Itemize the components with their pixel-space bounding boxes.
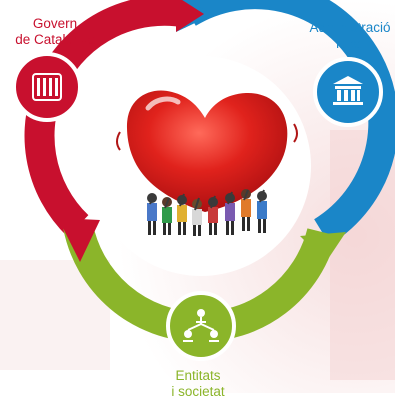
- admin-label-line2: local: [336, 36, 364, 51]
- govern-label: Govern de Catalunya: [0, 16, 110, 48]
- arrow-red: [176, 0, 204, 32]
- catalan-flag-icon: [32, 73, 62, 101]
- arrow-green-right: [300, 232, 346, 262]
- arrow-red-left: [58, 218, 100, 262]
- blue-arc: [180, 0, 395, 245]
- admin-label-line1: Administració: [309, 20, 391, 35]
- building-icon: [333, 76, 363, 105]
- admin-node: [313, 57, 383, 127]
- heart-carried-by-people-illustration: [116, 90, 298, 236]
- entitats-label-line1: Entitats: [175, 368, 221, 383]
- govern-node: [12, 52, 82, 122]
- entitats-label-line2: i societat: [171, 384, 225, 399]
- people-figures: [147, 189, 267, 236]
- entitats-node: [166, 291, 236, 361]
- network-people-icon: [183, 309, 219, 342]
- govern-label-line1: Govern: [32, 16, 78, 31]
- admin-label: Administració local: [298, 20, 395, 52]
- heart-icon: [126, 90, 288, 212]
- entitats-label: Entitats i societat: [150, 368, 246, 400]
- govern-label-line2: de Catalunya: [15, 32, 95, 47]
